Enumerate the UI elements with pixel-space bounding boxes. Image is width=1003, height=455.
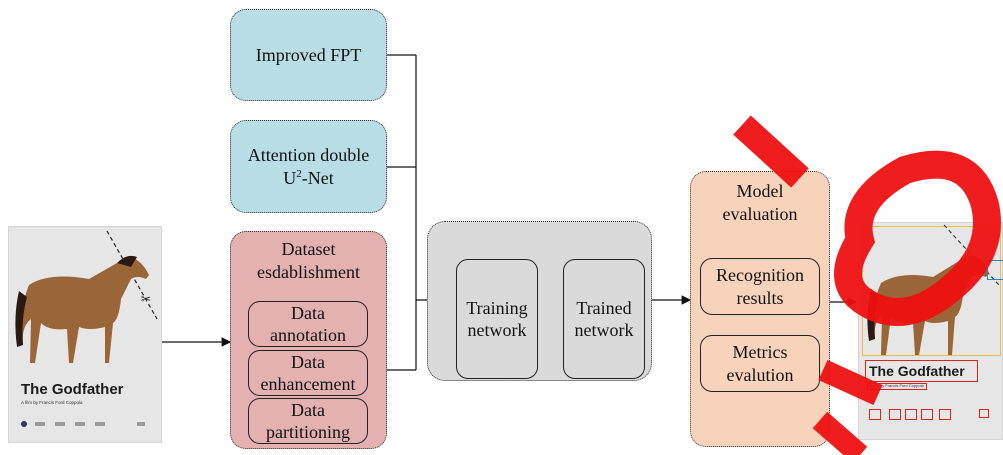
dataset-establishment-box: Dataset esdablishment Data annotation Da… — [230, 231, 387, 449]
attention-double-unet-box: Attention double U2-Net — [230, 120, 387, 213]
data-partitioning-box: Data partitioning — [248, 398, 368, 444]
output-poster-subtitle: A film by Francis Ford Coppola — [869, 383, 924, 388]
training-network-box: Training network — [456, 259, 538, 379]
model-evaluation-title: Model evaluation — [722, 181, 798, 224]
detection-box-blue — [987, 260, 1003, 280]
input-poster-subtitle: A film by Francis Ford Coppola — [21, 400, 83, 405]
dataset-title: Dataset esdablishment — [257, 239, 360, 282]
input-poster-credits — [21, 421, 151, 429]
horse-image: ✂ — [15, 230, 158, 363]
attention-label-line1: Attention double — [247, 145, 370, 165]
output-poster-title: The Godfather — [869, 363, 965, 379]
input-poster-title: The Godfather — [21, 381, 124, 398]
training-block: Training network Trained network — [427, 221, 652, 381]
metrics-evaluation-box: Metrics evalution — [700, 335, 820, 392]
data-enhancement-box: Data enhancement — [248, 350, 368, 396]
input-poster: ✂ The Godfather A film by Francis Ford C… — [8, 226, 162, 443]
detection-boxes-credits — [869, 409, 999, 421]
improved-fpt-box: Improved FPT — [230, 9, 387, 101]
recognition-results-box: Recognition results — [700, 258, 820, 315]
svg-text:✂: ✂ — [141, 292, 151, 306]
data-annotation-box: Data annotation — [248, 301, 368, 347]
trained-network-box: Trained network — [563, 259, 645, 379]
detection-box-title — [865, 360, 978, 382]
improved-fpt-label: Improved FPT — [255, 44, 362, 65]
model-evaluation-box: Model evaluation Recognition results Met… — [690, 171, 830, 447]
attention-label-line2: U2-Net — [283, 167, 334, 188]
